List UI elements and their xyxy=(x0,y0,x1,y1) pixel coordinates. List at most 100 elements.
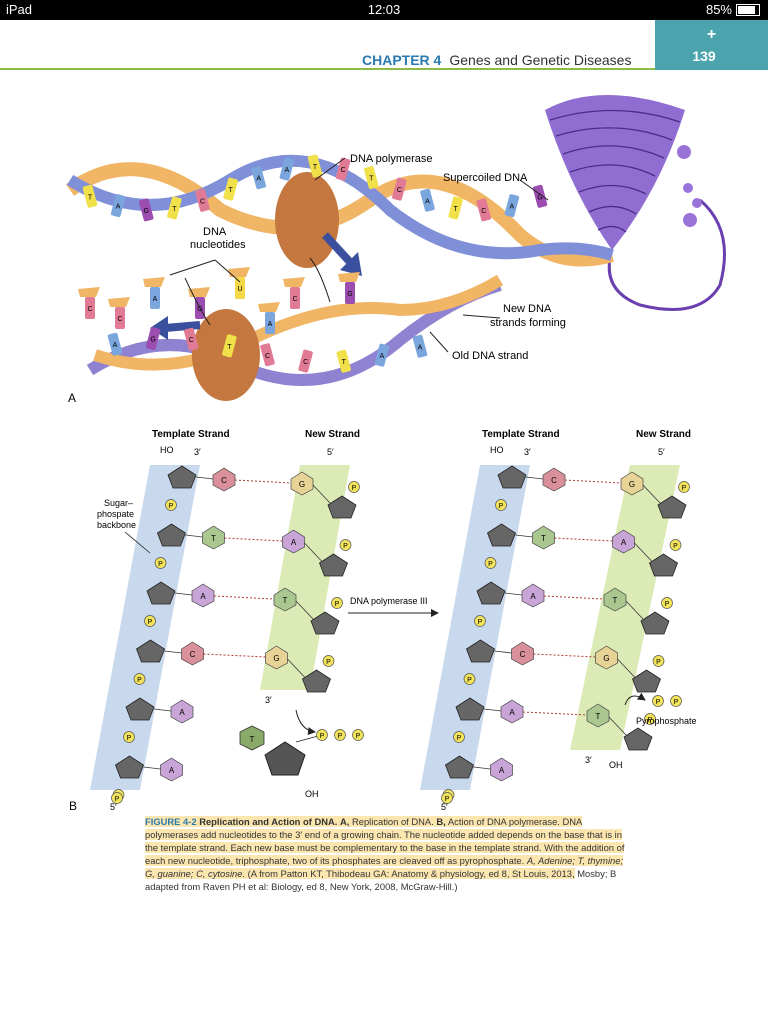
left-new-base xyxy=(282,529,305,554)
left-template-sugar xyxy=(115,755,144,779)
free-nucleotide-letter: A xyxy=(153,296,158,303)
free-nucleotide-sugar xyxy=(78,287,100,297)
top-helix-base xyxy=(110,194,126,218)
page-number: 139 xyxy=(692,48,716,64)
top-helix-base-letter: T xyxy=(228,187,233,194)
svg-text:P: P xyxy=(343,543,348,550)
right-new-phosphate xyxy=(678,481,690,493)
top-helix-base-letter: A xyxy=(510,204,515,211)
direction-arrow-top xyxy=(322,232,353,265)
free-nucleotide-letter: C xyxy=(87,306,92,313)
left-new-base-letter: T xyxy=(283,596,288,605)
sugar-label-1: Sugar– xyxy=(104,498,133,508)
free-nucleotide-base xyxy=(235,277,245,299)
right-template-phosphate xyxy=(463,673,476,685)
right-template-phosphate xyxy=(495,499,507,511)
bottom-helix-base xyxy=(374,343,390,367)
free-nucleotide-base xyxy=(345,282,355,304)
right-template-sugar xyxy=(497,465,527,489)
free-nucleotide-base xyxy=(290,287,300,309)
left-template-base-letter: A xyxy=(200,592,206,601)
left-new-sugar xyxy=(310,611,340,635)
left-template-phosphate xyxy=(144,615,156,627)
top-helix-base-letter: A xyxy=(285,167,290,174)
right-template-phosphate xyxy=(453,731,465,743)
top-helix-base xyxy=(167,196,182,220)
caption-credit-1: (A from Patton KT, Thibodeau GA: Anatomy… xyxy=(247,868,575,879)
svg-text:P: P xyxy=(656,659,661,666)
right-new-phosphate xyxy=(644,713,656,725)
chapter-title: Genes and Genetic Diseases xyxy=(449,52,632,68)
free-nucleotide-base xyxy=(265,312,275,334)
caption-credit-2: Mosby; B adapted from Raven PH et al: Bi… xyxy=(145,868,617,892)
left-template-base xyxy=(191,583,215,608)
bottom-helix-base xyxy=(145,327,161,351)
right-new-base xyxy=(603,587,627,612)
right-new-phosphate xyxy=(669,539,682,551)
bottom-helix-strand-blue xyxy=(86,279,502,386)
top-helix-base-letter: T xyxy=(369,176,374,183)
svg-text:P: P xyxy=(338,733,343,740)
left-new-sugar xyxy=(319,553,348,577)
svg-text:P: P xyxy=(488,561,493,568)
right-template-phosphate xyxy=(474,615,486,627)
left-template-base xyxy=(202,525,225,550)
caption-a-text: Replication of DNA. xyxy=(351,816,434,827)
caption-b-label: B, xyxy=(436,816,446,827)
bottom-helix-base xyxy=(260,343,275,367)
right-template-base xyxy=(490,757,513,782)
header-rule xyxy=(0,68,655,70)
label-dna-nucleotides-2: nucleotides xyxy=(190,239,246,251)
left-hydrogen-bond xyxy=(203,653,266,658)
right-new-base-letter: A xyxy=(621,538,627,547)
incoming-nucleotide: T P P P OH xyxy=(239,709,364,799)
bottom-helix-base-letter: A xyxy=(113,342,118,349)
left-template-phosphate xyxy=(165,499,177,511)
right-template-sugar xyxy=(476,581,506,605)
add-icon[interactable]: + xyxy=(706,26,717,43)
label-new-strands-2: strands forming xyxy=(490,317,566,329)
left-new-base-letter: G xyxy=(273,654,279,663)
right-5prime-bottom: 5′ xyxy=(441,802,448,812)
right-new-heading: New Strand xyxy=(636,429,691,440)
svg-text:P: P xyxy=(478,619,483,626)
label-old-dna-strand: Old DNA strand xyxy=(452,350,528,362)
caption-title: Replication and Action of DNA. xyxy=(199,816,338,827)
top-helix-base-letter: G xyxy=(537,194,542,201)
bottom-helix-base xyxy=(107,332,123,356)
top-helix-base-letter: C xyxy=(341,167,346,174)
svg-text:P: P xyxy=(457,735,462,742)
device-name: iPad xyxy=(6,2,33,17)
svg-text:P: P xyxy=(352,485,357,492)
bottom-helix-base xyxy=(336,349,351,373)
right-template-base-letter: T xyxy=(541,534,546,543)
top-helix-base xyxy=(532,184,548,208)
right-template-sugar xyxy=(455,697,485,721)
right-template-base xyxy=(542,467,566,492)
battery-icon xyxy=(736,3,760,16)
left-new-base-letter: A xyxy=(291,538,297,547)
left-new-phosphate xyxy=(322,655,335,667)
sugar-label-3: backbone xyxy=(97,520,136,530)
right-template-base xyxy=(511,641,534,666)
right-hydrogen-bond xyxy=(543,595,605,600)
left-hydrogen-bond xyxy=(224,537,283,542)
svg-text:P: P xyxy=(445,796,450,803)
pyrophosphate-label: Pyrophosphate xyxy=(636,716,697,726)
right-new-base xyxy=(612,529,635,554)
top-helix-base xyxy=(504,194,520,218)
svg-text:P: P xyxy=(682,485,687,492)
caption-a-label: A, xyxy=(340,816,350,827)
left-template-sugar xyxy=(167,465,197,489)
label-supercoiled-dna: Supercoiled DNA xyxy=(443,172,528,184)
battery-fill xyxy=(738,5,755,14)
left-new-sugar xyxy=(302,669,331,693)
top-helix-base xyxy=(364,166,379,190)
svg-text:P: P xyxy=(335,601,340,608)
page-tab[interactable]: + 139 xyxy=(655,20,768,70)
status-bar: iPad 12:03 85% xyxy=(0,0,768,20)
left-template-base-letter: C xyxy=(190,650,196,659)
free-nucleotide-base xyxy=(150,287,160,309)
